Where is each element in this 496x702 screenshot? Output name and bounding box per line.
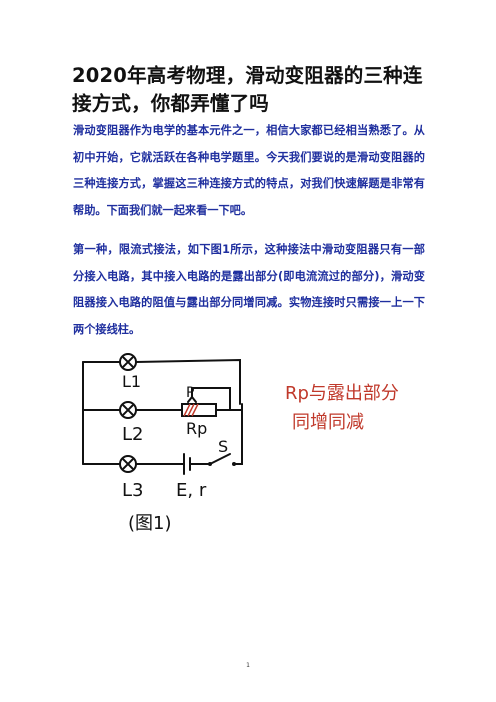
label-rp: Rp (186, 419, 207, 438)
label-p: P (186, 385, 194, 401)
handwritten-note-line-2: 同增同减 (292, 412, 364, 433)
circuit-figure: L1 P L2 Rp S L3 E, r (图1) Rp与露出部分 同增同减 (82, 353, 399, 534)
page-number: 1 (246, 662, 250, 669)
label-l3: L3 (122, 480, 143, 501)
figure-caption: (图1) (128, 513, 172, 534)
label-l2: L2 (122, 424, 143, 445)
handwritten-note-line-1: Rp与露出部分 (285, 383, 399, 404)
method-one-paragraph: 第一种，限流式接法，如下图1所示，这种接法中滑动变阻器只有一部分接入电路，其中接… (73, 243, 425, 336)
label-l1: L1 (122, 372, 141, 391)
label-e-r: E, r (176, 480, 207, 501)
article-title: 2020年高考物理，滑动变阻器的三种连接方式，你都弄懂了吗 (72, 64, 423, 115)
intro-paragraph: 滑动变阻器作为电学的基本元件之一，相信大家都已经相当熟悉了。从初中开始，它就活跃… (73, 124, 425, 217)
label-s: S (218, 437, 228, 456)
